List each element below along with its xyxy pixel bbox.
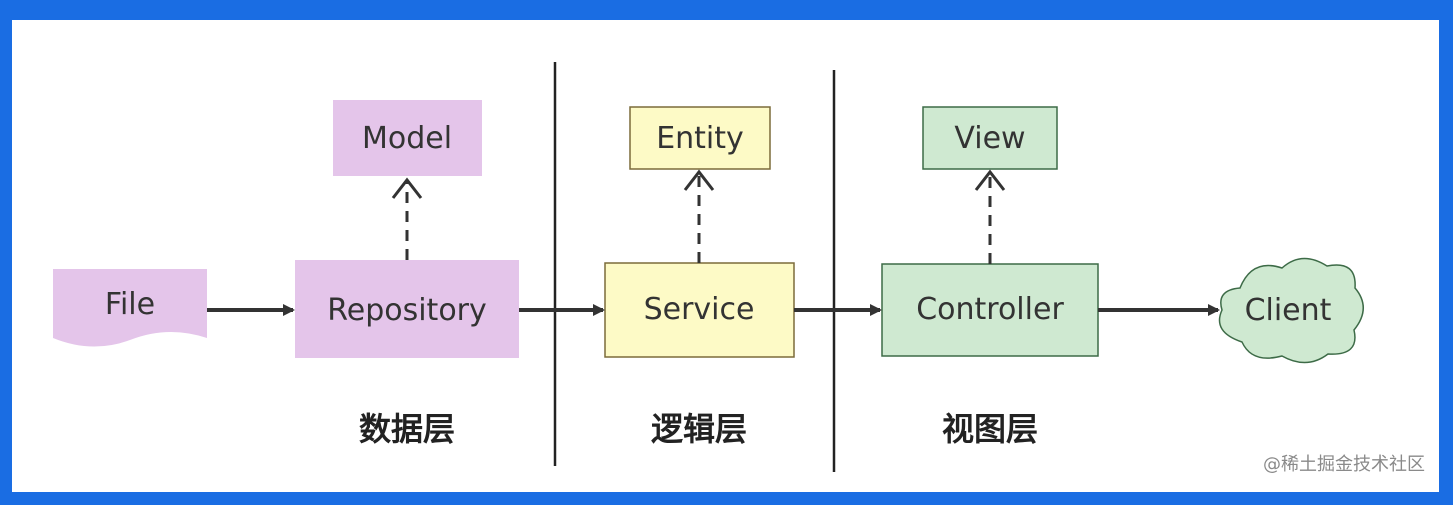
controller-label: Controller xyxy=(916,292,1064,327)
logic-layer-label: 逻辑层 xyxy=(651,410,747,448)
data-layer-label: 数据层 xyxy=(359,410,455,448)
dashed-arrow-repository-to-model xyxy=(391,177,423,260)
model-node xyxy=(333,100,482,176)
repository-node xyxy=(295,260,519,358)
diagram-canvas: File Repository Model Service Entity Con… xyxy=(12,20,1439,492)
watermark-text: @稀土掘金技术社区 xyxy=(1263,454,1425,475)
view-label: View xyxy=(954,121,1025,156)
dashed-arrow-controller-to-view xyxy=(974,169,1006,264)
architecture-diagram: File Repository Model Service Entity Con… xyxy=(53,62,1364,472)
entity-label: Entity xyxy=(656,121,744,156)
client-node xyxy=(1218,257,1364,364)
client-label: Client xyxy=(1245,293,1332,328)
view-node xyxy=(922,106,1058,170)
entity-node xyxy=(629,106,771,170)
service-label: Service xyxy=(644,292,755,327)
model-label: Model xyxy=(362,121,452,156)
dashed-arrow-service-to-entity xyxy=(683,169,715,263)
view-layer-label: 视图层 xyxy=(942,410,1038,448)
file-node xyxy=(53,269,207,347)
file-label: File xyxy=(105,287,155,322)
repository-label: Repository xyxy=(327,293,487,328)
